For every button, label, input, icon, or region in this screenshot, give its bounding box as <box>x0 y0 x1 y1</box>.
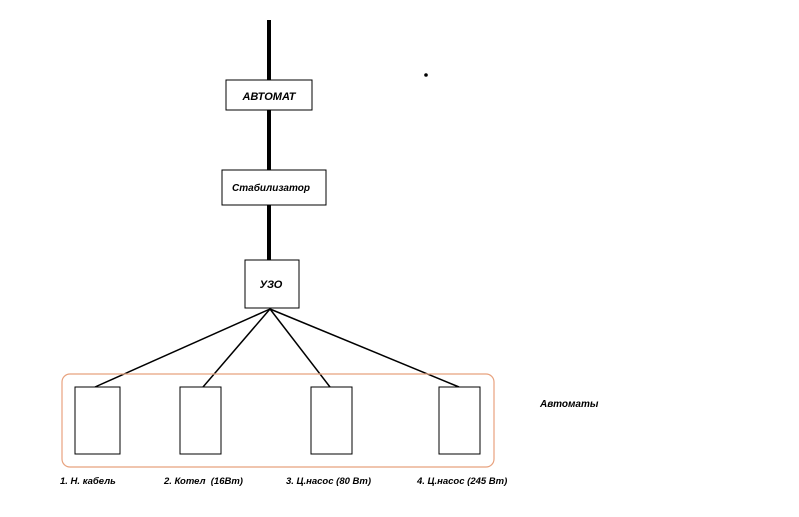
breaker-box-3 <box>310 386 353 455</box>
connector-line-4 <box>269 308 460 388</box>
rcd-label: УЗО <box>260 279 283 291</box>
connector-line-1 <box>94 308 271 388</box>
stabilizer-label: Стабилизатор <box>232 182 310 194</box>
main-breaker-box <box>225 79 313 111</box>
stray-dot <box>424 73 428 77</box>
breakers-group-frame <box>61 373 495 468</box>
breaker-label-1: 1. Н. кабель <box>60 476 116 487</box>
group-label: Автоматы <box>539 399 599 410</box>
breaker-box-1 <box>74 386 121 455</box>
connector-line-2 <box>202 308 271 388</box>
main-breaker-label: АВТОМАТ <box>241 91 296 103</box>
breaker-label-4: 4. Ц.насос (245 Вт) <box>416 476 507 487</box>
breaker-box-4 <box>438 386 481 455</box>
breaker-box-2 <box>179 386 222 455</box>
rcd-box <box>244 259 300 309</box>
breaker-label-2: 2. Котел (16Вт) <box>163 476 243 487</box>
breaker-label-3: 3. Ц.насос (80 Вт) <box>286 476 371 487</box>
stabilizer-box <box>221 169 327 206</box>
